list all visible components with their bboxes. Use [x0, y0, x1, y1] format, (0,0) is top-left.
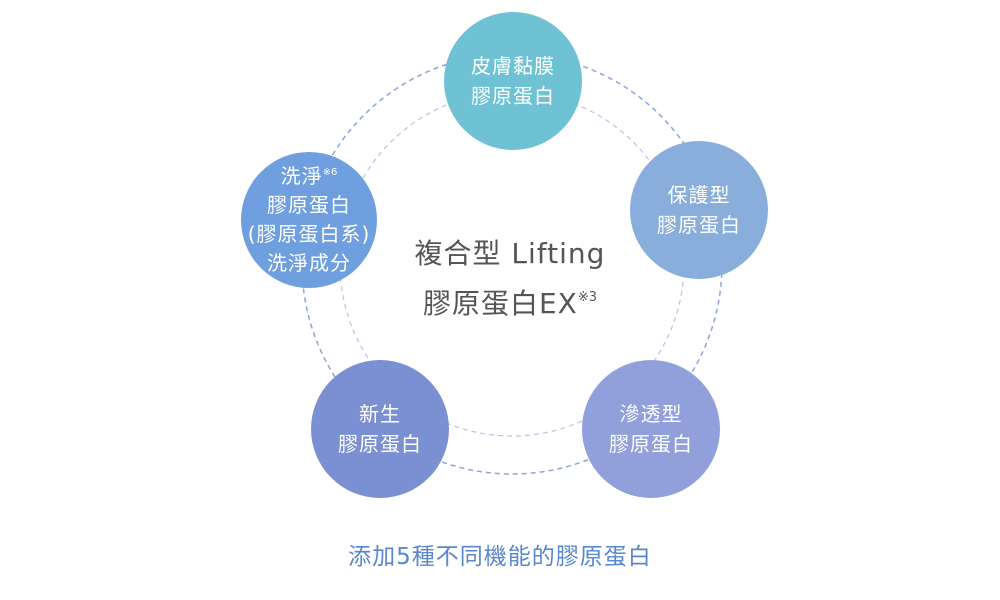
center-line2: 膠原蛋白EX: [422, 287, 578, 320]
center-line1: 複合型 Lifting: [414, 237, 606, 270]
node-new-collagen: 新生 膠原蛋白: [311, 360, 449, 498]
bottom-caption: 添加5種不同機能的膠原蛋白: [348, 544, 652, 570]
node-penetrating-collagen: 滲透型 膠原蛋白: [582, 360, 720, 498]
node-left-line4: 洗淨成分: [267, 251, 351, 275]
node-cleansing-collagen: 洗淨※6 膠原蛋白 (膠原蛋白系) 洗淨成分: [241, 152, 377, 288]
node-right-line2: 膠原蛋白: [657, 213, 741, 237]
node-left-line2: 膠原蛋白: [267, 193, 351, 217]
node-right-line1: 保護型: [667, 183, 731, 207]
node-bottom-left-line2: 膠原蛋白: [338, 432, 422, 456]
center-title: 複合型 Lifting 膠原蛋白EX※3: [360, 232, 660, 326]
center-footnote: ※3: [577, 290, 598, 305]
node-bottom-right-line2: 膠原蛋白: [609, 432, 693, 456]
node-top-line2: 膠原蛋白: [471, 84, 555, 108]
node-bottom-right-line1: 滲透型: [619, 402, 683, 426]
node-bottom-left-line1: 新生: [359, 402, 401, 426]
center-line2-wrap: 膠原蛋白EX※3: [360, 276, 660, 326]
node-top-line1: 皮膚黏膜: [471, 54, 555, 78]
node-left-line1: 洗淨※6: [281, 162, 338, 191]
node-left-line3: (膠原蛋白系): [247, 222, 371, 246]
node-left-footnote: ※6: [322, 167, 338, 178]
node-skin-mucosa-collagen: 皮膚黏膜 膠原蛋白: [444, 12, 582, 150]
node-left-title: 洗淨: [280, 164, 323, 188]
node-protective-collagen: 保護型 膠原蛋白: [630, 141, 768, 279]
